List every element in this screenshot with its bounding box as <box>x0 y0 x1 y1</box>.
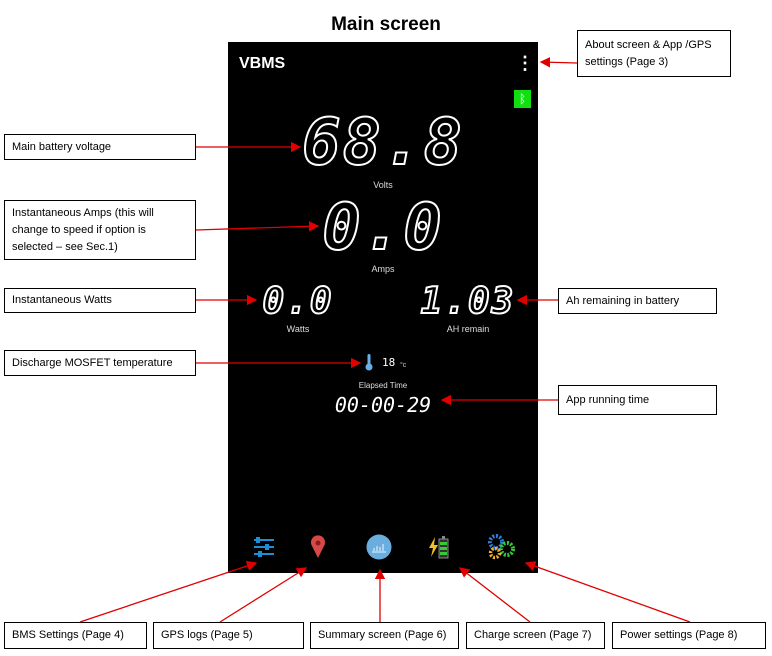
summary-chart-icon[interactable] <box>366 534 392 560</box>
callout-amps: Instantaneous Amps (this will change to … <box>4 200 196 260</box>
bluetooth-icon[interactable]: ᛒ <box>514 90 531 108</box>
watts-label: Watts <box>286 324 310 334</box>
gps-pin-icon[interactable] <box>310 535 326 559</box>
phone-screen: VBMS ⋮ ᛒ 68.8 Volts 0.0 Amps 0.0 Watts 1… <box>228 42 538 573</box>
temp-value: 18 <box>382 356 396 369</box>
voltage-label: Volts <box>373 180 393 190</box>
callout-gps: GPS logs (Page 5) <box>153 622 304 649</box>
callout-temp: Discharge MOSFET temperature <box>4 350 196 376</box>
ah-label: AH remain <box>446 324 490 334</box>
callout-voltage: Main battery voltage <box>4 134 196 160</box>
callout-time: App running time <box>558 385 717 415</box>
gears-icon[interactable] <box>487 534 515 560</box>
app-title: VBMS <box>239 55 286 72</box>
callout-charge: Charge screen (Page 7) <box>466 622 605 649</box>
thermometer-icon <box>365 354 373 371</box>
callout-bms: BMS Settings (Page 4) <box>4 622 147 649</box>
elapsed-label: Elapsed Time <box>358 381 408 390</box>
amps-label: Amps <box>371 264 395 274</box>
watts-value: 0.0 <box>261 281 334 323</box>
callout-power: Power settings (Page 8) <box>612 622 766 649</box>
charge-battery-icon[interactable] <box>428 535 452 559</box>
callout-watts: Instantaneous Watts <box>4 288 196 313</box>
callout-summary: Summary screen (Page 6) <box>310 622 459 649</box>
more-vert-icon[interactable]: ⋮ <box>516 53 534 73</box>
temp-unit: °c <box>400 362 407 369</box>
callout-ah: Ah remaining in battery <box>558 288 717 314</box>
diagram-title: Main screen <box>331 14 441 35</box>
ah-value: 1.03 <box>420 281 516 323</box>
bms-settings-icon[interactable] <box>252 536 276 558</box>
voltage-value: 68.8 <box>301 106 465 180</box>
callout-about: About screen & App /GPS settings (Page 3… <box>577 30 731 77</box>
elapsed-value: 00-00-29 <box>334 393 432 417</box>
amps-value: 0.0 <box>321 191 444 265</box>
